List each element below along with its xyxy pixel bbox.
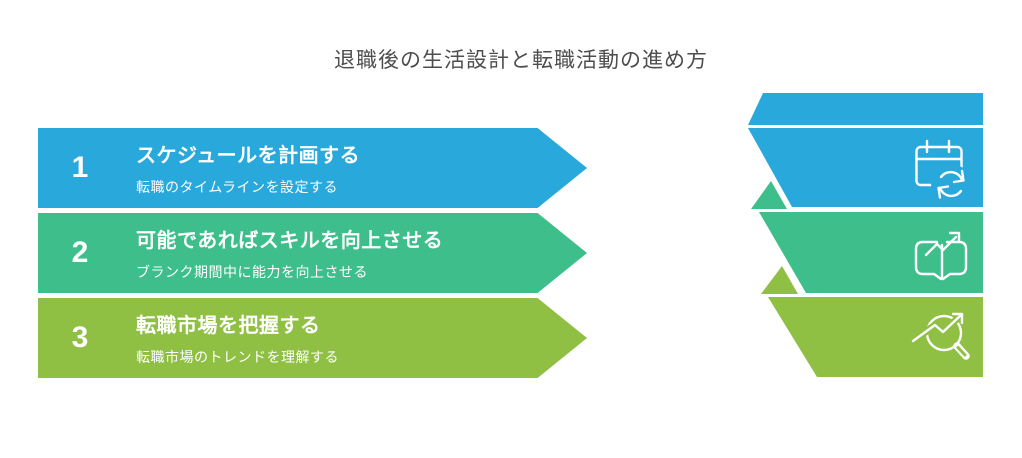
step-subtitle: ブランク期間中に能力を向上させる	[136, 264, 368, 280]
step-title: 転職市場を把握する	[136, 315, 321, 337]
search-trend-icon	[910, 312, 970, 360]
step-number: 2	[71, 236, 89, 269]
step-title: 可能であればスキルを向上させる	[136, 230, 444, 252]
ribbon-band-2	[759, 212, 983, 293]
book-growth-icon	[914, 231, 968, 281]
step-banner-3: 3 転職市場を把握する 転職市場のトレンドを理解する	[38, 298, 587, 378]
step-texts: 転職市場を把握する 転職市場のトレンドを理解する	[136, 309, 339, 367]
ribbon-fold-triangle-olive	[761, 266, 798, 294]
ribbon-top-fold	[748, 93, 983, 125]
ribbon-band-3	[768, 297, 983, 377]
ribbon-fold-triangle-green	[751, 181, 787, 209]
calendar-sync-icon	[915, 139, 971, 204]
page-title: 退職後の生活設計と転職活動の進め方	[334, 49, 708, 72]
step-number: 3	[71, 321, 89, 354]
step-number: 1	[71, 151, 89, 184]
step-subtitle: 転職のタイムラインを設定する	[136, 179, 339, 195]
step-banner-2: 2 可能であればスキルを向上させる ブランク期間中に能力を向上させる	[38, 213, 587, 293]
step-texts: 可能であればスキルを向上させる ブランク期間中に能力を向上させる	[136, 224, 443, 282]
step-banner-1: 1 スケジュールを計画する 転職のタイムラインを設定する	[38, 128, 587, 208]
step-texts: スケジュールを計画する 転職のタイムラインを設定する	[136, 139, 360, 197]
step-title: スケジュールを計画する	[136, 145, 361, 167]
step-subtitle: 転職市場のトレンドを理解する	[136, 349, 339, 365]
